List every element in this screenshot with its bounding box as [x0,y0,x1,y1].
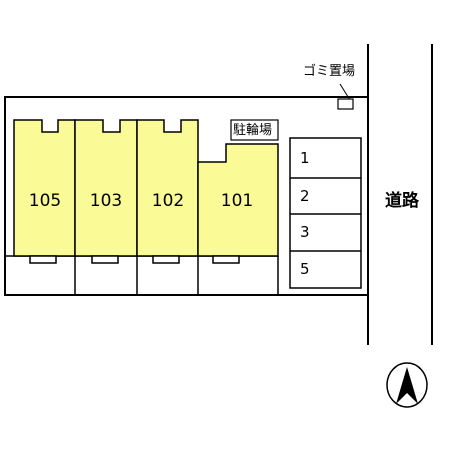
bicycle-parking-box [230,119,279,141]
north-arrow-icon [386,362,428,408]
unit-102-label: 102 [151,191,185,211]
unit-105-shape [13,119,76,257]
unit-103-label: 103 [89,191,123,211]
road-label: 道路 [385,191,419,211]
unit-102-shape [136,119,199,257]
parking-space-label: 3 [300,223,310,241]
unit-101-label: 101 [220,191,254,211]
parking-space-label: 1 [300,149,310,167]
parking-space-label: 2 [300,187,310,205]
entry-step [91,255,119,264]
parking-space-label: 5 [300,260,310,278]
unit-101-shape [197,143,279,257]
unit-103-shape [74,119,138,257]
parking-lot [289,137,362,289]
entry-step [152,255,180,264]
entry-step [212,255,240,264]
bicycle-parking-label: 駐輪場 [233,123,273,138]
garbage-station-label: ゴミ置場 [303,64,356,79]
entry-step [29,255,57,264]
property-boundary [4,96,369,296]
garbage-station-box [337,98,354,110]
unit-105-label: 105 [28,191,62,211]
garbage-leader-line [339,83,351,101]
